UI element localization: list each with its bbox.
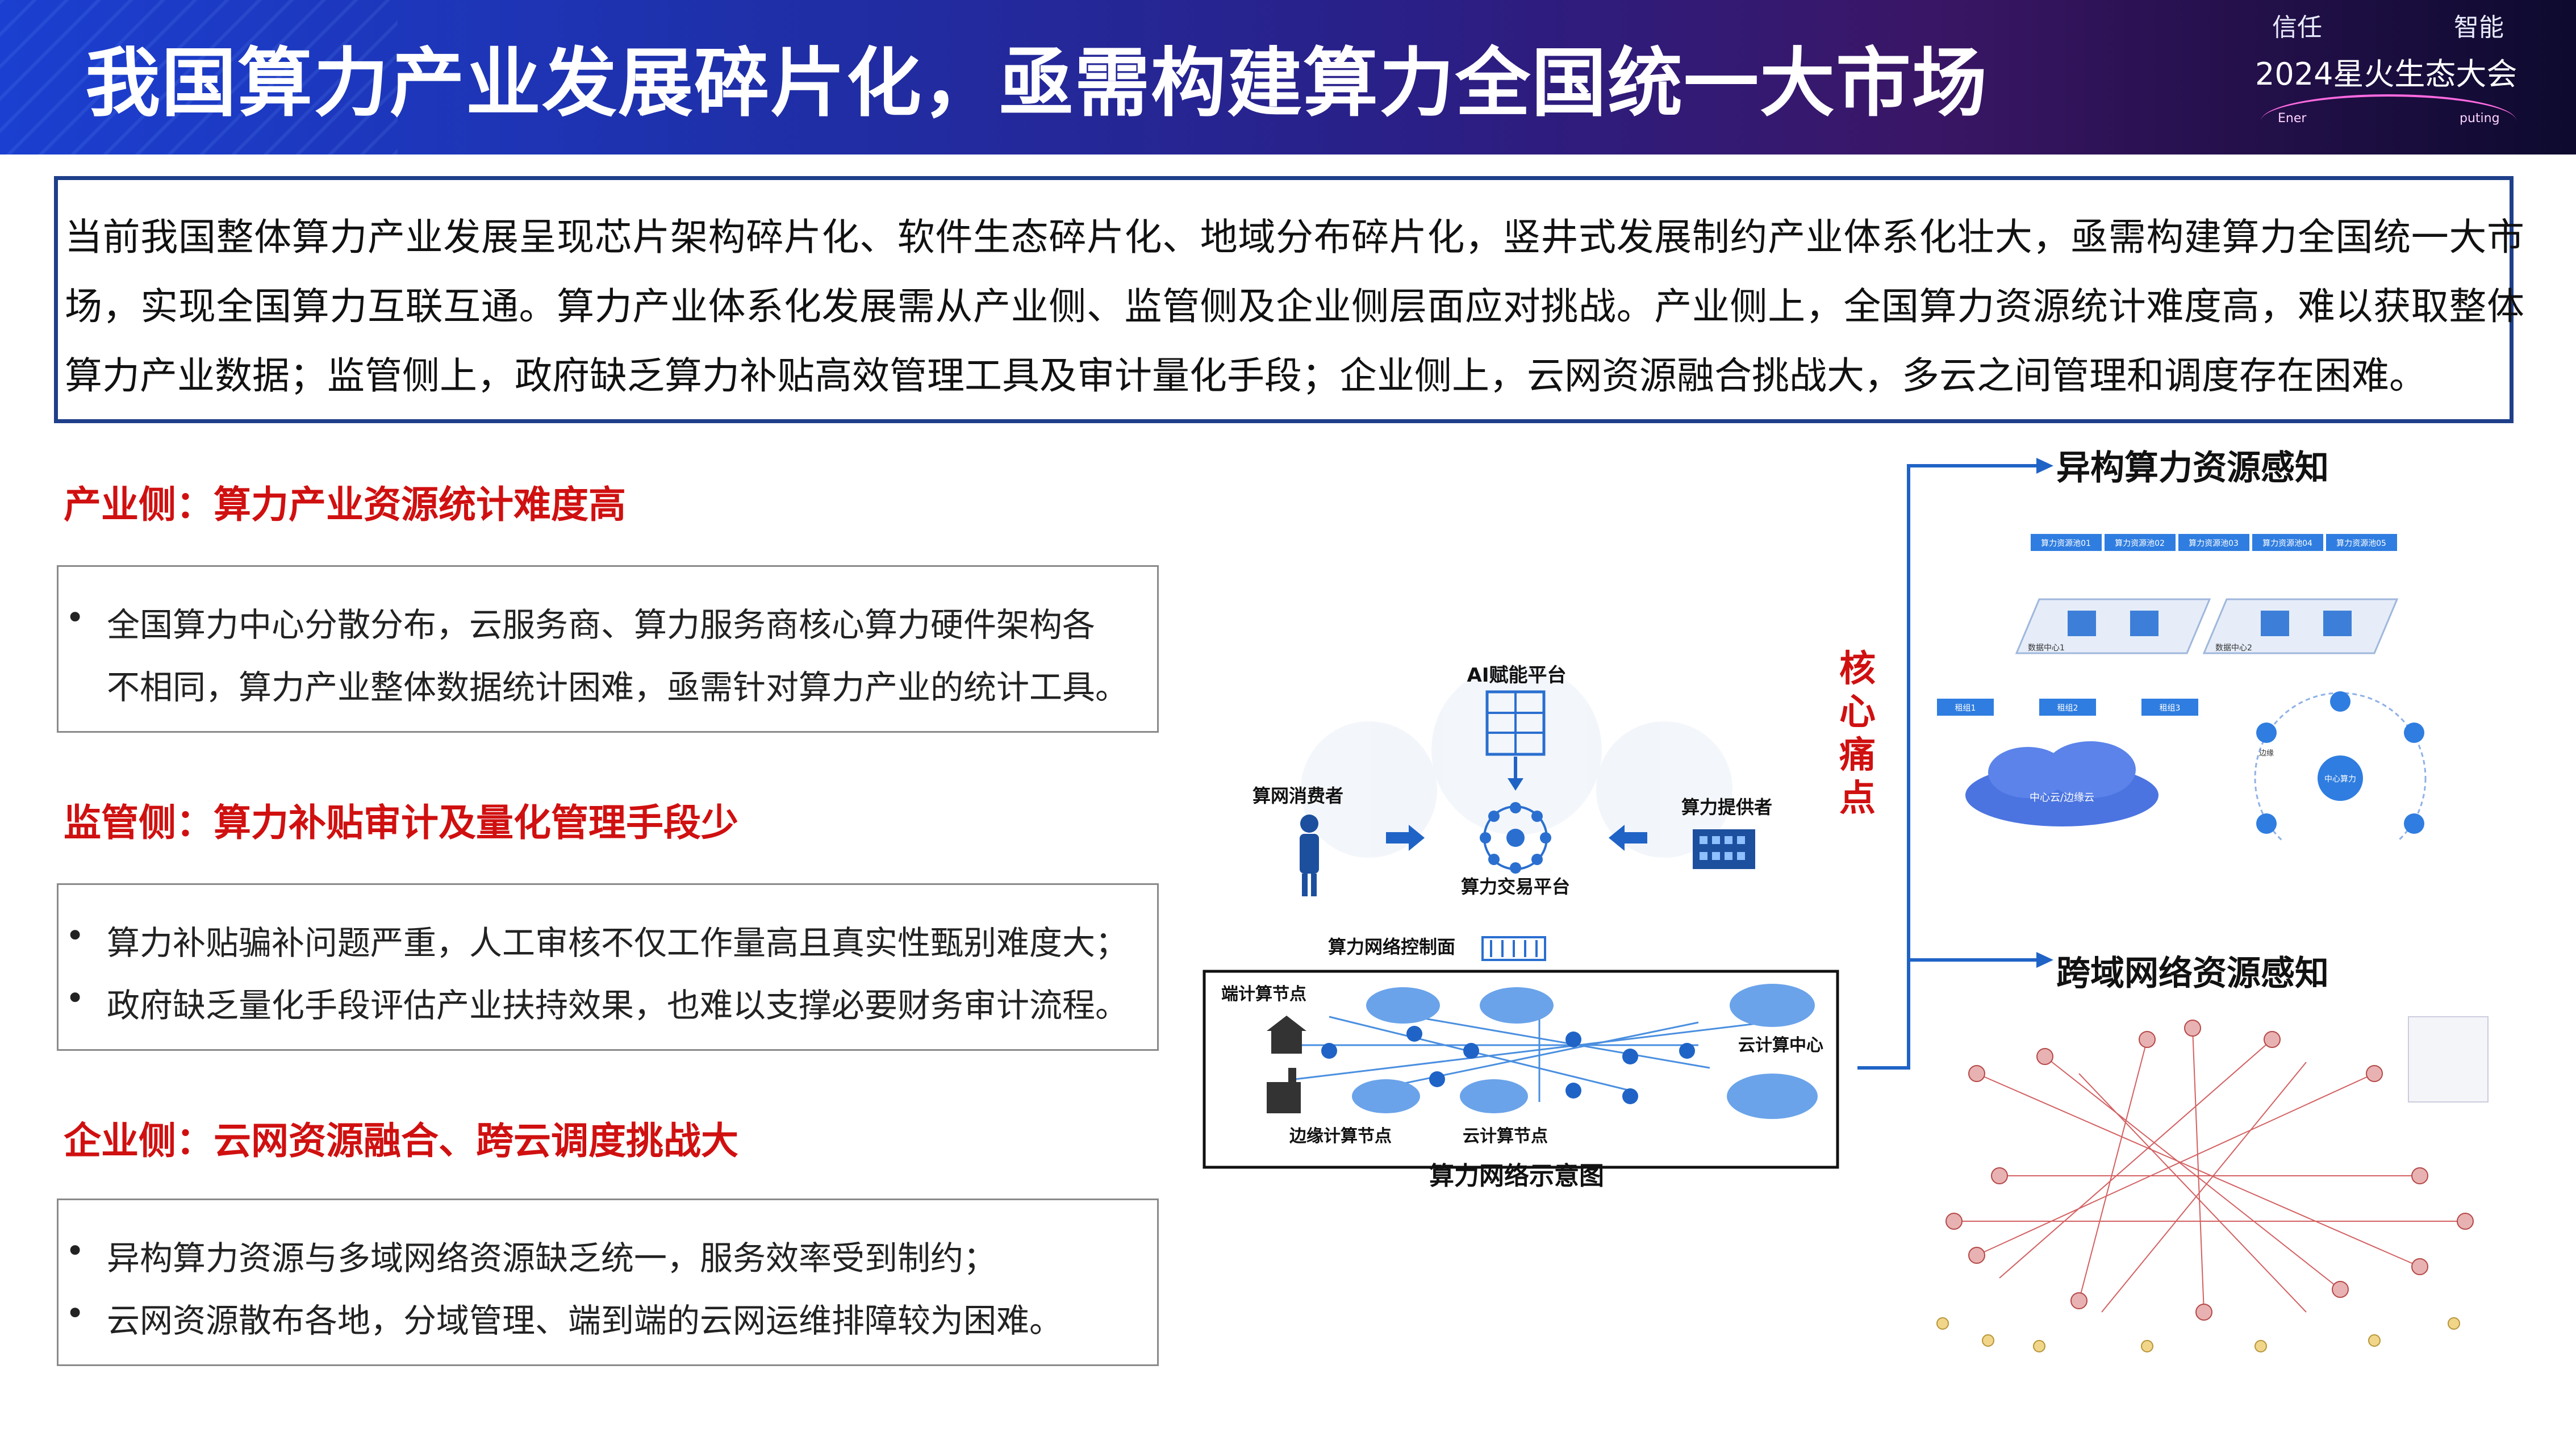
legend-panel <box>2408 1016 2489 1103</box>
dc-label: 数据中心1 <box>2028 644 2065 653</box>
bullet-icon: • <box>65 979 85 1017</box>
tenant-boxes: 租组1 租组2 租组3 <box>1937 699 2198 716</box>
logo-text-intelligence: 智能 <box>2454 13 2504 42</box>
exchange-hub-icon <box>1480 802 1551 874</box>
bullet-icon: • <box>65 1294 85 1333</box>
pool-label: 算力资源池02 <box>2115 539 2165 548</box>
enterprise-box: • 异构算力资源与多域网络资源缺乏统一，服务效率受到制约； • 云网资源散布各地… <box>57 1199 1159 1366</box>
logo-event-name: 2024星火生态大会 <box>2255 56 2517 92</box>
network-links <box>1295 1011 1767 1102</box>
access-node-icons <box>1936 1317 2460 1352</box>
domain-router-icons <box>1945 1020 2474 1321</box>
section-title-regulator: 监管侧：算力补贴审计及量化管理手段少 <box>64 801 738 845</box>
cloud-center-label: 云计算中心 <box>1738 1035 1823 1055</box>
tenant-label: 租组1 <box>1955 704 1976 713</box>
arrow-left-icon <box>1609 825 1647 851</box>
router-icons <box>1321 1026 1695 1104</box>
bullet-text: 不相同，算力产业整体数据统计困难，亟需针对算力产业的统计工具。 <box>107 668 1129 707</box>
provider-building-icon <box>1693 829 1755 869</box>
pool-label: 算力资源池01 <box>2041 539 2091 548</box>
logo-small-left: Ener <box>2278 111 2307 126</box>
pool-label: 算力资源池05 <box>2336 539 2386 548</box>
bullet-text: 政府缺乏量化手段评估产业扶持效果，也难以支撑必要财务审计流程。 <box>107 986 1129 1025</box>
diagram-caption: 算力网络示意图 <box>1429 1162 1604 1187</box>
resource-pool-boxes: 算力资源池01 算力资源池02 算力资源池03 算力资源池04 算力资源池05 <box>2031 534 2397 551</box>
control-plane-label: 算力网络控制面 <box>1328 936 1455 958</box>
mesh-edge-label: 边缘 <box>2259 749 2274 758</box>
logo-text-trust: 信任 <box>2272 13 2322 42</box>
intro-text: 当前我国整体算力产业发展呈现芯片架构碎片化、软件生态碎片化、地域分布碎片化，竖井… <box>65 215 2524 398</box>
bullet-icon: • <box>65 1231 85 1270</box>
provider-label: 算力提供者 <box>1681 796 1772 818</box>
factory-icon <box>1267 1068 1301 1113</box>
pool-label: 算力资源池03 <box>2189 539 2239 548</box>
tenant-label: 租组2 <box>2057 704 2078 713</box>
edge-node-label: 边缘计算节点 <box>1289 1126 1392 1146</box>
intro-box: 当前我国整体算力产业发展呈现芯片架构碎片化、软件生态碎片化、地域分布碎片化，竖井… <box>54 176 2524 423</box>
hetero-resource-figure: 算力资源池01 算力资源池02 算力资源池03 算力资源池04 算力资源池05 … <box>1937 534 2427 841</box>
tenant-label: 租组3 <box>2160 704 2181 713</box>
exchange-label: 算力交易平台 <box>1461 876 1570 897</box>
consumer-label: 算网消费者 <box>1252 785 1343 807</box>
header-banner: 我国算力产业发展碎片化，亟需构建算力全国统一大市场 信任 智能 2024星火生态… <box>0 0 2576 154</box>
pool-label: 算力资源池04 <box>2262 539 2312 548</box>
cloud-label: 中心云/边缘云 <box>2030 792 2094 804</box>
bullet-text: 算力补贴骗补问题严重，人工审核不仅工作量高且真实性甄别难度大； <box>107 924 1129 962</box>
data-center-platforms: 数据中心1 数据中心2 <box>2015 598 2399 654</box>
cross-domain-links <box>1954 1028 2465 1313</box>
control-plane-icon <box>1481 936 1546 961</box>
connector-lines <box>1857 458 2053 1070</box>
arrow-right-icon <box>1386 825 1425 851</box>
arrow-head-icon <box>1508 778 1523 791</box>
cloud-node-label: 云计算节点 <box>1463 1126 1548 1146</box>
hetero-title: 异构算力资源感知 <box>2056 448 2329 488</box>
consumer-person-icon <box>1300 815 1319 896</box>
bullet-text: 云网资源散布各地，分域管理、端到端的云网运维排障较为困难。 <box>107 1301 1063 1340</box>
event-logo: 信任 智能 2024星火生态大会 Ener puting <box>2238 3 2556 151</box>
section-title-industry: 产业侧：算力产业资源统计难度高 <box>64 483 626 527</box>
mesh-center-label: 中心算力 <box>2324 775 2356 784</box>
dc-label: 数据中心2 <box>2215 644 2252 653</box>
edge-mesh-network: 中心算力 边缘 <box>2254 691 2427 841</box>
network-diagram: AI赋能平台 算力交易平台 算网消费者 算力提供者 算力网络控制面 <box>1203 664 1839 1187</box>
bullet-icon: • <box>65 916 85 955</box>
regulator-box: • 算力补贴骗补问题严重，人工审核不仅工作量高且真实性甄别难度大； • 政府缺乏… <box>57 883 1159 1051</box>
section-title-enterprise: 企业侧：云网资源融合、跨云调度挑战大 <box>64 1119 738 1163</box>
cloud-icons <box>1352 984 1818 1119</box>
bullet-text: 异构算力资源与多域网络资源缺乏统一，服务效率受到制约； <box>107 1239 997 1277</box>
page-title: 我国算力产业发展碎片化，亟需构建算力全国统一大市场 <box>85 40 1988 127</box>
bullet-text: 全国算力中心分散分布，云服务商、算力服务商核心算力硬件架构各 <box>107 606 1096 644</box>
cross-domain-title: 跨域网络资源感知 <box>2056 954 2329 993</box>
logo-arc-icon <box>2261 94 2516 148</box>
bullet-icon: • <box>65 598 85 637</box>
terminal-node-label: 端计算节点 <box>1221 984 1306 1004</box>
industry-box: • 全国算力中心分散分布，云服务商、算力服务商核心算力硬件架构各 不相同，算力产… <box>57 565 1159 733</box>
logo-small-right: puting <box>2460 111 2500 126</box>
cross-domain-network-figure <box>1936 1016 2489 1352</box>
central-cloud-icon: 中心云/边缘云 <box>1965 741 2159 826</box>
pain-point-label: 核心痛点 <box>1839 648 1876 820</box>
house-icon <box>1267 1016 1306 1054</box>
ai-platform-icon <box>1485 690 1546 756</box>
ai-platform-label: AI赋能平台 <box>1467 664 1567 687</box>
